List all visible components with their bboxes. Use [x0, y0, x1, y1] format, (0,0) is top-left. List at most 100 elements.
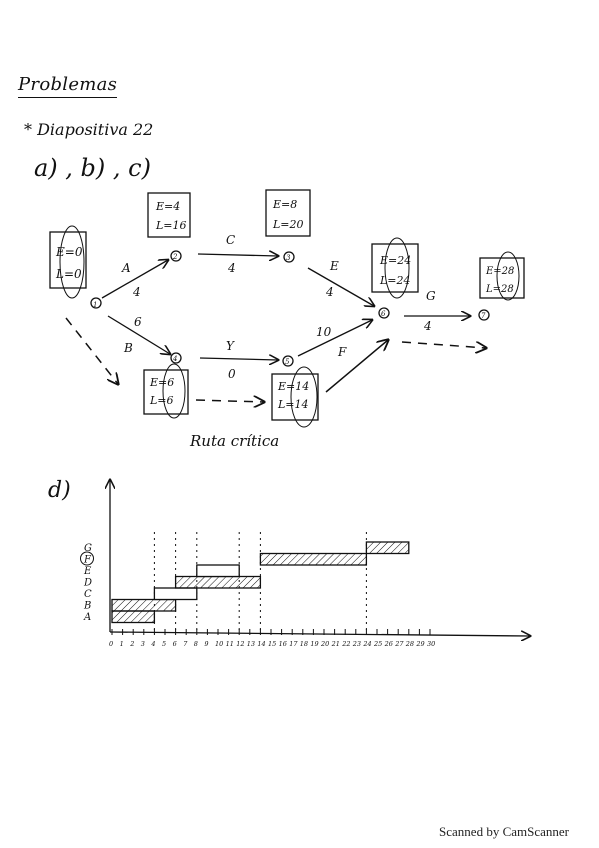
gantt-row-label-circle: [80, 551, 94, 566]
node-4-id: 4: [172, 355, 177, 363]
gantt-row-label: C: [84, 589, 92, 600]
gantt-tick-label: 27: [394, 640, 404, 648]
duration-F: 10: [316, 325, 332, 339]
event-box-4: E=6 L=6: [143, 363, 189, 419]
gantt-tick-label: 20: [320, 640, 329, 648]
gantt-bar-A: [111, 610, 156, 624]
duration-Y: 0: [228, 367, 236, 381]
activity-F: F: [337, 345, 347, 359]
event-box-6: E=24 L=24: [371, 237, 419, 299]
gantt-tick-label: 3: [141, 640, 145, 648]
event-box-3: E=8 L=20: [265, 189, 311, 237]
gantt-tick-label: 18: [300, 640, 308, 648]
duration-A: 4: [132, 285, 141, 299]
node-6-id: 6: [381, 310, 386, 318]
node1-L: L=0: [55, 267, 82, 281]
gantt-tick-label: 29: [415, 640, 424, 648]
gantt-tick-label: 30: [427, 640, 435, 648]
gantt-bar-D: [174, 575, 262, 589]
node7-E: E=28: [485, 266, 514, 277]
scanner-footer: Scanned by CamScanner: [439, 824, 569, 839]
critical-arrow-1-4: [65, 317, 118, 384]
gantt-tick-label: 9: [204, 640, 208, 648]
node-2: [170, 250, 182, 262]
network-diagram: E=0 L=0 1 E=4 L=16 2 E=8 L=20 3 E=24 L=2…: [49, 189, 525, 450]
node6-L: L=24: [379, 274, 411, 287]
part-d-label: d): [48, 478, 71, 503]
node3-L: L=20: [272, 218, 304, 231]
parts-abc-label: a) , b) , c): [34, 154, 151, 182]
page-title: Problemas: [18, 74, 118, 98]
gantt-tick-label: 11: [226, 640, 234, 648]
node4-E: E=6: [149, 376, 174, 389]
critical-arrow-4-5: [195, 400, 264, 402]
critical-arrow-5-6: [325, 340, 388, 393]
gantt-tick-label: 16: [279, 640, 287, 648]
gantt-bar-E: [196, 564, 240, 578]
arrow-F: [297, 320, 372, 357]
node-3: [283, 251, 295, 263]
gantt-row-label: A: [83, 612, 91, 623]
node-1-id: 1: [93, 301, 97, 309]
arrow-E: [307, 267, 374, 306]
node-7-id: 7: [481, 312, 486, 320]
node-5-id: 5: [285, 358, 290, 366]
event-box-1: E=0 L=0: [49, 225, 87, 299]
gantt-tick-label: 10: [215, 640, 223, 648]
event-box-5: E=14 L=14: [271, 366, 319, 428]
gantt-tick-label: 8: [194, 640, 198, 648]
gantt-tick-label: 13: [247, 640, 255, 648]
gantt-tick-label: 7: [183, 640, 188, 648]
gantt-tick-label: 25: [373, 640, 382, 648]
node-1: [90, 297, 102, 309]
gantt-tick-label: 21: [331, 640, 340, 648]
slide-reference: * Diapositiva 22: [24, 120, 154, 139]
critical-arrow-6-7: [401, 341, 486, 348]
gantt-tick-label: 23: [352, 640, 361, 648]
gantt-row-label: F: [83, 555, 92, 566]
node-2-id: 2: [172, 253, 178, 261]
activity-C: C: [226, 233, 235, 247]
arrow-Y: [199, 358, 278, 360]
gantt-tick-label: 24: [362, 640, 371, 648]
node-7: [478, 309, 490, 321]
activity-A: A: [121, 261, 131, 275]
gantt-tick-label: 2: [129, 640, 134, 648]
gantt-row-label: D: [83, 578, 92, 589]
critical-path-label: Ruta crítica: [189, 432, 279, 450]
gantt-tick-label: 19: [310, 640, 318, 648]
gantt-bar-C: [153, 587, 198, 601]
activity-Y: Y: [226, 339, 235, 353]
gantt-x-axis: [109, 632, 530, 636]
activity-E: E: [329, 259, 339, 273]
gantt-row-label: G: [84, 543, 92, 554]
event-box-7: E=28 L=28: [479, 251, 525, 301]
gantt-tick-label: 26: [384, 640, 393, 648]
activity-B: B: [123, 341, 133, 355]
gantt-tick-label: 4: [150, 640, 155, 648]
gantt-tick-label: 28: [405, 640, 414, 648]
node3-E: E=8: [272, 198, 297, 211]
arrow-B: [107, 315, 170, 354]
node5-E: E=14: [277, 380, 309, 393]
node5-L: L=14: [277, 398, 309, 411]
gantt-tick-label: 1: [120, 640, 124, 648]
node2-L: L=16: [155, 219, 187, 232]
duration-C: 4: [227, 261, 236, 275]
gantt-row-label: B: [83, 601, 91, 612]
gantt-tick-label: 5: [162, 640, 166, 648]
node7-L: L=28: [485, 284, 514, 295]
gantt-tick-label: 12: [236, 640, 244, 648]
gantt-tick-label: 17: [289, 640, 298, 648]
duration-B: 6: [134, 315, 142, 329]
gantt-tick-label: 14: [257, 640, 265, 648]
node1-E: E=0: [55, 245, 83, 259]
node2-E: E=4: [155, 200, 180, 213]
gantt-bar-G: [365, 541, 410, 555]
activity-G: G: [426, 289, 436, 303]
gantt-row-label: E: [83, 566, 92, 577]
gantt-bar-F: [259, 552, 368, 566]
node-5: [282, 355, 294, 367]
